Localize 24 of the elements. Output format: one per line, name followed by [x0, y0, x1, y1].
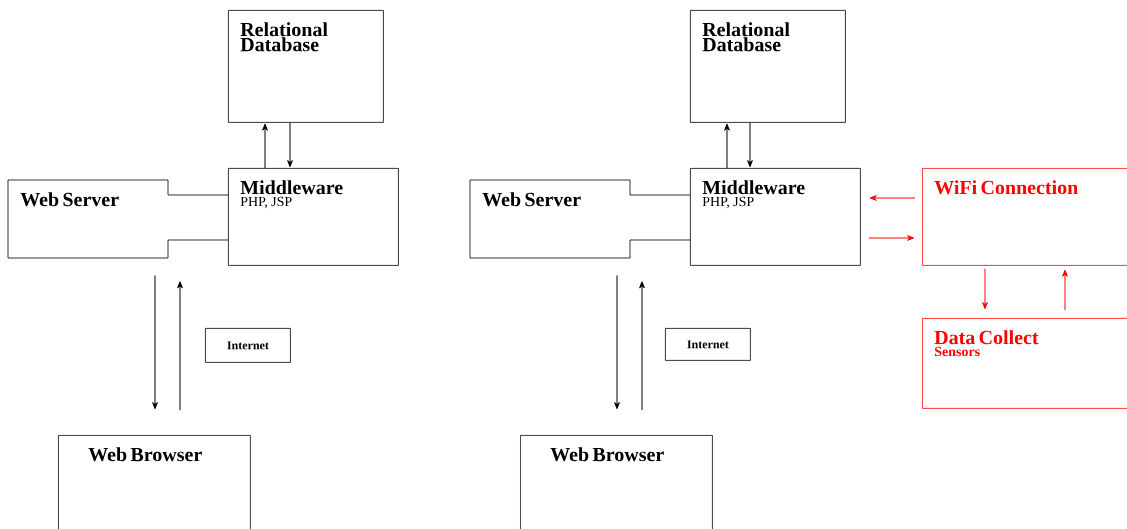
arrow	[262, 123, 268, 169]
arrow	[614, 274, 620, 410]
arrow	[868, 235, 915, 241]
process-box: Web Server	[7, 179, 229, 259]
process-box: Middleware PHP, JSP	[690, 168, 861, 266]
arrow	[287, 122, 293, 168]
label-box: Internet	[665, 328, 751, 361]
arrow	[639, 281, 645, 411]
arrow	[177, 281, 183, 411]
process-box: Web Browser	[58, 435, 251, 529]
label-box: Internet	[205, 328, 291, 363]
process-box: Relational Database	[690, 10, 846, 123]
process-box: WiFi Connection	[922, 168, 1127, 266]
arrow	[724, 123, 730, 169]
process-box: Web Browser	[520, 435, 713, 529]
arrow	[152, 274, 158, 410]
process-box: Data Collect Sensors	[922, 318, 1127, 409]
process-box: Middleware PHP, JSP	[228, 168, 399, 266]
arrow	[982, 268, 988, 310]
arrow	[747, 122, 753, 168]
arrow	[1062, 269, 1068, 311]
process-box: Relational Database	[228, 10, 384, 123]
process-box: Web Server	[469, 179, 691, 259]
arrow	[869, 195, 916, 201]
